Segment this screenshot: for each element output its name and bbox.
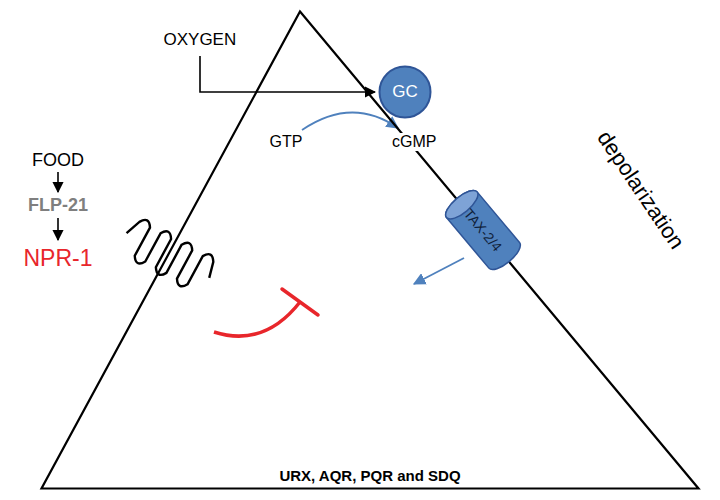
guanylate-cyclase: GC <box>378 65 432 119</box>
receptor-symbol <box>117 215 220 297</box>
molecule-label: GTP <box>268 133 305 151</box>
inhibition-curve <box>214 302 300 336</box>
process-label: depolarization <box>590 124 690 255</box>
stimulus-label: FOOD <box>30 150 86 171</box>
molecule-label: cGMP <box>390 133 438 151</box>
receptor-label: NPR-1 <box>22 245 95 272</box>
inhibition-bar <box>282 289 318 315</box>
peptide-label: FLP-21 <box>26 195 90 216</box>
node-text: URX, AQR, PQR and SDQ <box>40 467 700 484</box>
flp-arrow <box>57 218 59 240</box>
node-text: GC <box>392 82 418 102</box>
oxygen-arrow <box>200 56 375 92</box>
channel-cylinder: TAX-2/4 <box>440 184 526 275</box>
stimulus-label: OXYGEN <box>162 30 239 50</box>
cell-triangle: URX, AQR, PQR and SDQ GC TAX-2/4 <box>40 10 700 490</box>
conversion-arrow <box>302 112 398 130</box>
food-arrow <box>57 172 59 192</box>
depolarization-arrow <box>414 258 464 284</box>
triangle-outline <box>40 10 700 490</box>
